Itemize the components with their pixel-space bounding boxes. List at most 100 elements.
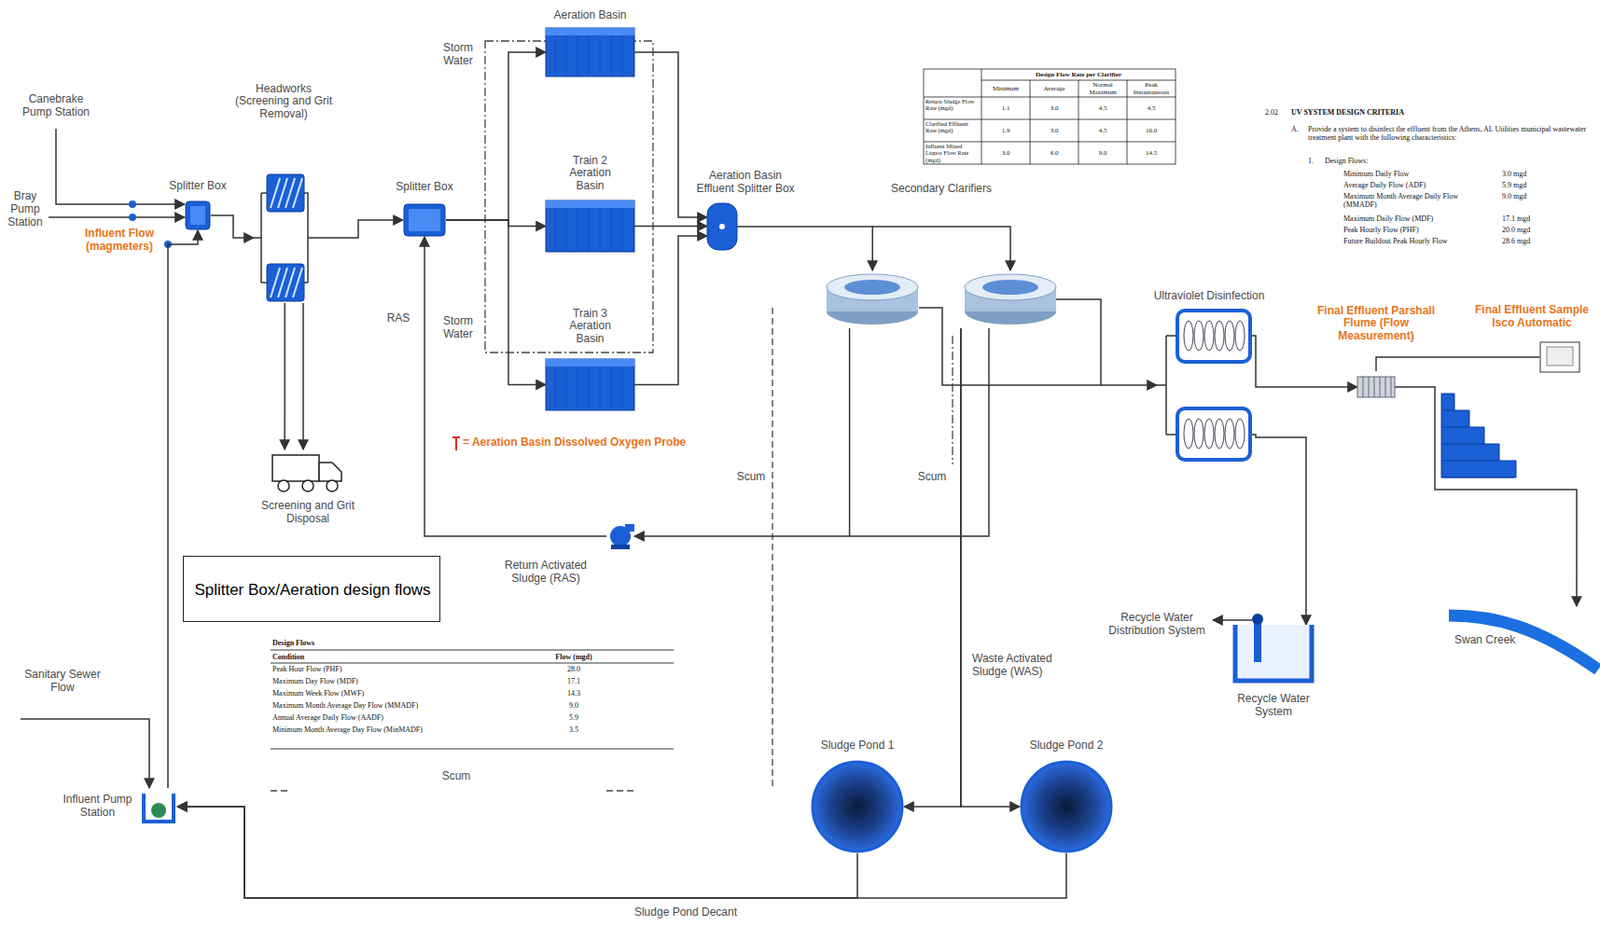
creek-water — [1448, 615, 1599, 670]
node-shape — [826, 270, 1057, 329]
recycle-pump-motor — [1252, 613, 1264, 626]
disposal-truck: Screening and Grit Disposal — [270, 449, 346, 495]
basin-rib — [611, 208, 613, 252]
node-shape — [545, 359, 635, 411]
truck-wheel — [326, 480, 338, 492]
node-shape — [139, 788, 178, 826]
node-shape — [1231, 625, 1316, 686]
label-slot: 6.0 — [1029, 149, 1079, 157]
basin-rib — [599, 208, 601, 252]
node-shape — [707, 203, 738, 251]
annotation: 14.3 — [550, 689, 598, 698]
label-slot: 17.1 mgd — [1502, 214, 1559, 223]
basin-rib — [611, 35, 613, 77]
pump-base — [611, 544, 630, 550]
scum-lines — [270, 307, 953, 792]
annotation: A. — [1291, 125, 1307, 134]
annotation: Sanitary Sewer Flow — [20, 668, 105, 696]
label-slot: A. — [1291, 125, 1307, 134]
annotation: Annual Average Daily Flow (AADF) — [272, 713, 525, 723]
annotation: = Aeration Basin Dissolved Oxygen Probe — [462, 436, 724, 450]
annotation: 1.9 — [981, 126, 1030, 135]
node-shape — [1019, 760, 1114, 854]
label-slot: 9.0 mgd — [1502, 192, 1559, 201]
screen-bar — [292, 267, 303, 298]
node-label: Return Activated Sludge (RAS) — [489, 559, 602, 586]
label-slot: Aeration Basin Effluent Splitter Box — [694, 169, 797, 196]
label-slot: Screening and Grit Disposal — [251, 500, 364, 527]
wet-well — [143, 793, 174, 822]
label-slot: 9.0 — [1078, 149, 1127, 157]
annotation: 9.0 mgd — [1502, 192, 1559, 201]
basin-rib — [566, 35, 568, 77]
annotation: 4.5 — [1078, 126, 1127, 135]
annotation: Bray Pump Station — [3, 190, 47, 229]
creek-band: Swan Creek — [1448, 606, 1599, 677]
node-shape — [253, 172, 314, 304]
screen — [266, 174, 305, 212]
pond-body — [812, 762, 903, 852]
aeration-basin: Train 3 Aeration Basin — [545, 359, 635, 411]
station-pump — [151, 803, 167, 819]
uv-disinfection: Ultraviolet Disinfection — [1156, 310, 1262, 460]
label-slot: Scum — [436, 770, 476, 784]
node-label: Sludge Pond 2 — [1015, 739, 1118, 753]
cascade-step — [1441, 477, 1515, 479]
flume-rib — [1385, 376, 1387, 398]
label-slot: Normal Maximum — [1078, 81, 1127, 97]
flow-connector — [1394, 387, 1577, 607]
label-slot: Sanitary Sewer Flow — [20, 668, 105, 696]
clarifier-table-grid — [923, 69, 1176, 165]
flow-connector — [445, 52, 546, 221]
screen-bar — [292, 178, 303, 209]
flow-connector — [313, 220, 404, 238]
annotation: Maximum Month Average Daily Flow (MMADF) — [1343, 192, 1475, 209]
tank-wall — [1235, 625, 1312, 682]
node-label: Final Effluent Sample Isco Automatic — [1471, 304, 1593, 331]
label-slot: = Aeration Basin Dissolved Oxygen Probe — [462, 436, 724, 450]
box-inner — [408, 208, 441, 232]
node-shape — [545, 27, 635, 77]
sampler-door — [1546, 347, 1573, 366]
label-slot: Design Flows: — [1324, 156, 1419, 166]
annotation: 17.1 — [550, 677, 598, 686]
label-slot: Recycle Water Distribution System — [1105, 612, 1209, 639]
storm-water-boundary — [485, 41, 654, 353]
annotation: Influent Flow (magmeters) — [80, 227, 159, 254]
label-slot: UV SYSTEM DESIGN CRITERIA — [1291, 108, 1478, 117]
secondary-clarifiers: Secondary Clarifiers — [826, 270, 1057, 329]
label-slot: Influent Flow (magmeters) — [80, 227, 159, 254]
uv-lamp — [1204, 418, 1214, 449]
label-slot: Final Effluent Sample Isco Automatic — [1471, 304, 1593, 331]
uv-lamp — [1224, 320, 1235, 351]
flow-connector — [634, 236, 708, 386]
box-body — [403, 204, 446, 237]
node-shape — [606, 522, 635, 551]
flume-rib — [1363, 376, 1364, 398]
annotation: Design Flow Rate per Clarifier — [981, 70, 1176, 79]
annotation: Peak Hour Flow (PHF) — [272, 665, 525, 674]
annotation: Storm Water — [434, 41, 482, 69]
aeration-basin: Train 2 Aeration Basin — [545, 200, 635, 252]
flume-rib — [1379, 376, 1381, 398]
basin-rib — [633, 366, 635, 411]
annotation: UV SYSTEM DESIGN CRITERIA — [1291, 108, 1478, 117]
truck-bed — [272, 455, 320, 482]
label-slot: Flow (mgd) — [541, 653, 607, 662]
label-slot: Storm Water — [434, 41, 482, 69]
annotation: 3.0 — [1029, 126, 1079, 135]
flow-connector — [1261, 386, 1358, 389]
annotation: Canebrake Pump Station — [16, 93, 96, 120]
uv-lamp — [1235, 418, 1245, 449]
flow-connector — [283, 303, 286, 450]
node-shape — [1156, 310, 1262, 460]
node-label: Secondary Clarifiers — [866, 182, 1016, 196]
label-slot: 4.5 — [1078, 104, 1127, 112]
label-slot: 14.5 — [1126, 149, 1176, 157]
label-slot: Sludge Pond 1 — [806, 739, 909, 753]
node-label: Ultraviolet Disinfection — [1139, 290, 1280, 304]
label-slot: Peak Hour Flow (PHF) — [272, 665, 525, 674]
label-slot: Final Effluent Parshall Flume (Flow Meas… — [1306, 305, 1447, 344]
flow-connector — [177, 806, 858, 899]
cascade-step — [1441, 460, 1500, 462]
